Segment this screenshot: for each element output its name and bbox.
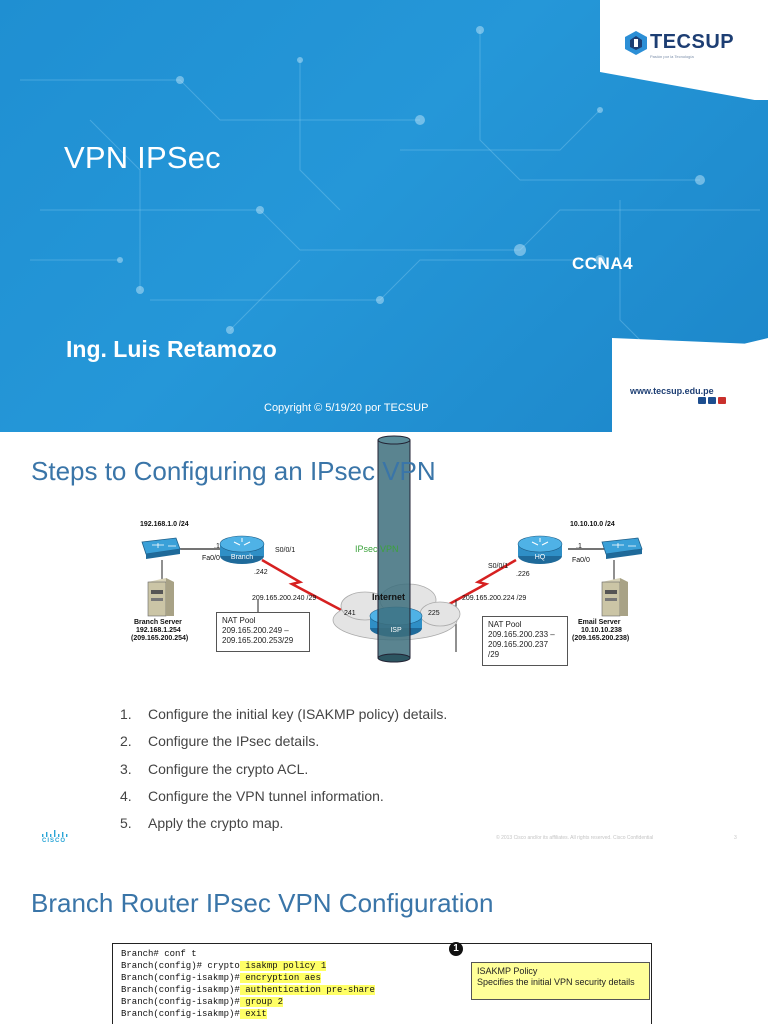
hq-wan-link [419,558,517,622]
branch-nat-pool: NAT Pool 209.165.200.249 – 209.165.200.2… [216,612,310,652]
logo-wordmark: TECSUP [650,31,735,53]
cli-line: Branch(config-isakmp)# authentication pr… [121,985,375,995]
isp-router-label: ISP [390,627,402,634]
nat-pool-start: 209.165.200.249 – [222,626,289,635]
copyright-text: Copyright © 5/19/20 por TECSUP [264,402,429,414]
title-slide: VPN IPSec CCNA4 Ing. Luis Retamozo Copyr… [0,0,768,432]
author-name: Ing. Luis Retamozo [66,336,277,362]
branch-server-public: (209.165.200.254) [131,635,188,642]
branch-server-ip: 192.168.1.254 [136,627,181,634]
isp-right-host: 225 [428,610,440,617]
hq-serial-host: .226 [516,571,530,578]
page-number: 3 [734,835,737,841]
branch-router [219,535,265,564]
website-link[interactable]: www.tecsup.edu.pe [630,386,714,396]
branch-lan-label: 192.168.1.0 /24 [140,521,189,528]
branch-router-label: Branch [231,554,253,561]
vpn-tunnel-cylinder [377,435,411,663]
cli-line: Branch(config-isakmp)# group 2 [121,997,284,1007]
email-server-name: Email Server [578,619,621,626]
callout-text: Specifies the initial VPN security detai… [477,977,635,987]
branch-wan-label: 209.165.200.240 /29 [252,595,316,602]
branch-server-icon [147,578,174,617]
nat-pool-start: 209.165.200.233 – [488,630,555,639]
branch-serial-label: S0/0/1 [275,547,295,554]
isp-left-host: 241 [344,610,356,617]
hq-lan-label: 10.10.10.0 /24 [570,521,615,528]
branch-serial-host: .242 [254,569,268,576]
list-item: 2. Configure the IPsec details. [120,733,320,750]
steps-slide: 192.168.1.0 /24 10.10.10.0 /24 Branch HQ… [0,432,768,856]
list-item: 3. Configure the crypto ACL. [120,760,309,777]
nat-pool-title: NAT Pool [222,616,256,625]
step-badge: 1 [449,942,463,956]
hq-fa-label: Fa0/0 [572,557,590,564]
hq-router-label: HQ [535,554,546,561]
circuit-background [20,26,760,366]
branch-lan-host: .1 [214,543,220,550]
nat-pool-mask: /29 [488,650,500,659]
email-server-ip: 10.10.10.238 [581,627,622,634]
cisco-wordmark: CISCO [42,838,67,844]
tecsup-logo-icon [625,31,647,55]
logo-tagline: Pasión por la Tecnología [650,54,694,59]
course-code: CCNA4 [572,254,634,273]
youtube-icon[interactable] [718,397,726,404]
config-slide: Branch Router IPsec VPN Configuration Br… [0,856,768,1024]
website-panel [612,338,768,432]
hq-router [517,535,563,564]
presentation-title: VPN IPSec [64,140,221,175]
network-topology: 192.168.1.0 /24 10.10.10.0 /24 Branch HQ… [131,435,643,663]
list-item: 4. Configure the VPN tunnel information. [120,787,384,804]
hq-switch [601,537,643,559]
email-server-public: (209.165.200.238) [572,635,629,642]
facebook-icon[interactable] [698,397,706,404]
isakmp-callout: ISAKMP Policy Specifies the initial VPN … [471,962,650,1000]
email-server-icon [601,578,628,617]
ipsec-vpn-label: IPsec VPN [355,544,399,554]
internet-label: Internet [372,592,405,602]
branch-server-name: Branch Server [134,619,182,626]
cli-line: Branch(config)# crypto isakmp policy 1 [121,961,327,971]
cli-line: Branch# conf t [121,949,197,959]
slide-title: Branch Router IPsec VPN Configuration [31,888,494,918]
cli-line: Branch(config-isakmp)# encryption aes [121,973,321,983]
cisco-logo-icon [42,830,68,837]
hq-serial-label: S0/0/1 [488,563,508,570]
callout-title: ISAKMP Policy [477,966,538,976]
cli-line: Branch(config-isakmp)# exit [121,1009,267,1019]
hq-wan-label: 209.165.200.224 /29 [462,595,526,602]
branch-switch [141,537,181,559]
branch-fa-label: Fa0/0 [202,555,220,562]
nat-pool-title: NAT Pool [488,620,522,629]
list-item: 5. Apply the crypto map. [120,815,284,832]
hq-lan-host: .1 [576,543,582,550]
footer-copyright: © 2013 Cisco and/or its affiliates. All … [496,835,654,841]
branch-wan-link [261,558,361,622]
slide-title: Steps to Configuring an IPsec VPN [31,456,436,486]
steps-list: 1. Configure the initial key (ISAKMP pol… [120,706,447,842]
linkedin-icon[interactable] [708,397,716,404]
nat-pool-end: 209.165.200.253/29 [222,636,294,645]
nat-pool-end: 209.165.200.237 [488,640,549,649]
list-item: 1. Configure the initial key (ISAKMP pol… [120,706,448,722]
hq-nat-pool: NAT Pool 209.165.200.233 – 209.165.200.2… [482,616,568,666]
